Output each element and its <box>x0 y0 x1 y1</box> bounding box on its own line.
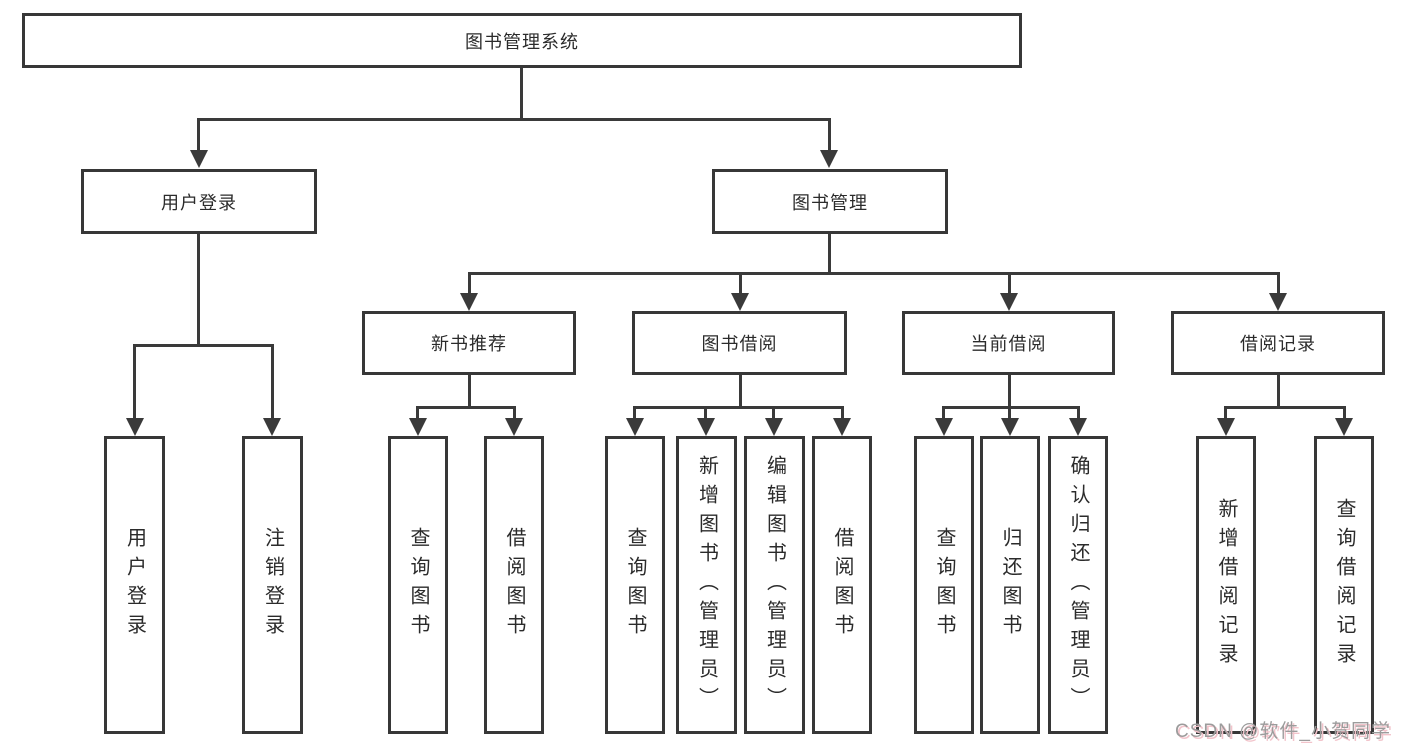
arrow-down-icon <box>833 418 851 436</box>
connector-line <box>1008 406 1011 418</box>
arrow-down-icon <box>1001 418 1019 436</box>
leaf-query-borrow-record: 查询借阅记录 <box>1314 436 1374 734</box>
leaf-add-borrow-record: 新增借阅记录 <box>1196 436 1256 734</box>
connector-line <box>772 406 775 418</box>
connector-line <box>942 406 1080 409</box>
connector-line <box>513 406 516 418</box>
arrow-down-icon <box>1335 418 1353 436</box>
connector-line <box>633 406 844 409</box>
connector-line <box>1008 375 1011 406</box>
leaf-edit-books-admin: 编辑图书（管理员） <box>744 436 805 734</box>
connector-line <box>1224 406 1227 418</box>
connector-line <box>1277 375 1280 406</box>
leaf-borrow-books-recommend: 借阅图书 <box>484 436 544 734</box>
leaf-confirm-return-admin: 确认归还（管理员） <box>1048 436 1108 734</box>
csdn-watermark: CSDN @软件_小贺同学 <box>1175 721 1391 742</box>
connector-line <box>633 406 636 418</box>
arrow-down-icon <box>1217 418 1235 436</box>
arrow-down-icon <box>697 418 715 436</box>
node-book-management: 图书管理 <box>712 169 948 234</box>
node-library-system: 图书管理系统 <box>22 13 1022 68</box>
connector-line <box>133 344 136 418</box>
arrow-down-icon <box>190 150 208 168</box>
node-book-borrow: 图书借阅 <box>632 311 847 375</box>
leaf-user-login: 用户登录 <box>104 436 165 734</box>
leaf-query-books-recommend: 查询图书 <box>388 436 448 734</box>
arrow-down-icon <box>1000 293 1018 311</box>
leaf-borrow-books: 借阅图书 <box>812 436 872 734</box>
connector-line <box>416 406 516 409</box>
connector-line <box>271 344 274 418</box>
leaf-logout: 注销登录 <box>242 436 303 734</box>
arrow-down-icon <box>409 418 427 436</box>
connector-line <box>704 406 707 418</box>
arrow-down-icon <box>460 293 478 311</box>
connector-line <box>1277 272 1280 293</box>
connector-line <box>828 118 831 151</box>
leaf-return-books: 归还图书 <box>980 436 1040 734</box>
connector-line <box>1343 406 1346 418</box>
connector-line <box>841 406 844 418</box>
connector-line <box>197 118 200 151</box>
connector-line <box>942 406 945 418</box>
leaf-query-books-borrow: 查询图书 <box>605 436 665 734</box>
connector-line <box>416 406 419 418</box>
connector-line <box>1008 272 1011 293</box>
connector-line <box>468 375 471 406</box>
node-user-login: 用户登录 <box>81 169 317 234</box>
arrow-down-icon <box>263 418 281 436</box>
connector-line <box>468 272 471 293</box>
arrow-down-icon <box>626 418 644 436</box>
arrow-down-icon <box>731 293 749 311</box>
arrow-down-icon <box>820 150 838 168</box>
connector-line <box>1224 406 1346 409</box>
arrow-down-icon <box>126 418 144 436</box>
node-current-borrow: 当前借阅 <box>902 311 1115 375</box>
leaf-add-books-admin: 新增图书（管理员） <box>676 436 737 734</box>
connector-line <box>197 234 200 344</box>
arrow-down-icon <box>1269 293 1287 311</box>
connector-line <box>739 272 742 293</box>
connector-line <box>739 375 742 406</box>
node-borrow-records: 借阅记录 <box>1171 311 1385 375</box>
arrow-down-icon <box>935 418 953 436</box>
arrow-down-icon <box>505 418 523 436</box>
connector-line <box>197 118 831 121</box>
node-new-book-recommend: 新书推荐 <box>362 311 576 375</box>
arrow-down-icon <box>765 418 783 436</box>
connector-line <box>1077 406 1080 418</box>
connector-line <box>133 344 274 347</box>
connector-line <box>828 234 831 272</box>
arrow-down-icon <box>1069 418 1087 436</box>
connector-line <box>520 68 523 118</box>
connector-line <box>468 272 1280 275</box>
leaf-query-books-current: 查询图书 <box>914 436 974 734</box>
